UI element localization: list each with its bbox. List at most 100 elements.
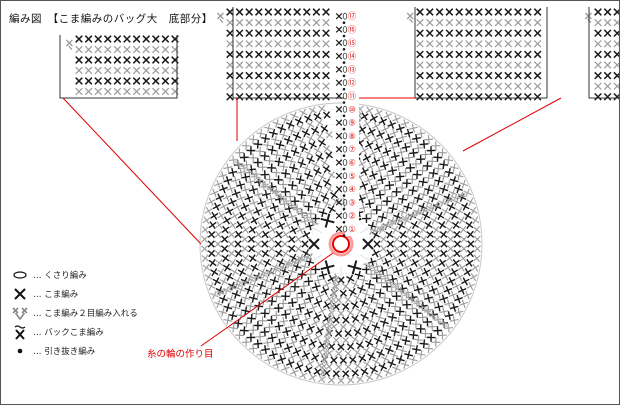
panel-center-stitch (226, 82, 234, 90)
single-crochet-mark (276, 258, 286, 267)
single-crochet-mark (261, 240, 269, 248)
single-crochet-mark (318, 270, 328, 280)
panel-left-stitch (142, 66, 150, 75)
single-crochet-mark (225, 272, 234, 281)
single-crochet-mark (301, 240, 309, 248)
single-crochet-mark (459, 179, 469, 189)
single-crochet-mark (365, 140, 374, 150)
single-crochet-mark (231, 176, 240, 185)
single-crochet-mark (418, 254, 427, 263)
single-crochet-mark (424, 344, 434, 353)
chain-mark (342, 185, 348, 193)
single-crochet-mark (304, 149, 313, 158)
single-crochet-mark (411, 159, 421, 169)
single-crochet-mark (228, 311, 238, 321)
single-crochet-mark (335, 185, 343, 193)
single-crochet-mark (261, 249, 270, 258)
panel-left-stitch (132, 77, 141, 85)
single-crochet-mark (287, 126, 297, 136)
single-crochet-mark (253, 158, 263, 167)
single-crochet-mark (335, 225, 343, 233)
panel-center-stitch (312, 71, 321, 80)
single-crochet-mark (432, 226, 441, 234)
panel-center-stitch (312, 61, 321, 69)
panel-left-stitch (142, 87, 150, 96)
single-crochet-mark (420, 235, 428, 243)
panel-right-stitch (445, 82, 454, 90)
single-crochet-mark (444, 155, 453, 165)
reverse-sc-icon (14, 325, 26, 340)
single-crochet-mark (292, 185, 302, 195)
single-crochet-mark (287, 352, 297, 362)
single-crochet-mark (403, 202, 413, 212)
panel-center-stitch (322, 92, 330, 101)
single-crochet-mark (451, 221, 460, 230)
panel-right-stitch (484, 82, 493, 90)
panel-left-stitch (75, 66, 83, 75)
panel-center-stitch (245, 71, 254, 80)
single-crochet-mark (434, 189, 443, 199)
single-crochet-mark (405, 315, 415, 325)
round-number: ⑯ (348, 26, 357, 36)
panel-edge-stitch (613, 50, 619, 59)
panel-center-stitch (274, 82, 282, 90)
single-crochet-mark (247, 245, 256, 253)
single-crochet-mark (444, 263, 453, 272)
panel-right-stitch (494, 50, 503, 59)
single-crochet-mark (308, 140, 317, 150)
single-crochet-mark (388, 204, 398, 214)
single-crochet-mark (439, 249, 448, 258)
single-crochet-mark (297, 159, 307, 168)
single-crochet-mark (306, 155, 315, 164)
single-crochet-mark (279, 348, 288, 358)
single-crochet-mark (362, 214, 371, 223)
panel-edge-stitch (594, 50, 602, 59)
single-crochet-mark (423, 198, 433, 208)
panel-right-stitch (514, 61, 522, 69)
panel-right-stitch (445, 8, 454, 16)
single-crochet-mark (461, 277, 470, 286)
single-crochet-mark (404, 128, 414, 138)
single-crochet-mark (236, 180, 246, 190)
single-crochet-mark (275, 338, 285, 348)
single-crochet-mark (335, 132, 343, 140)
round-number: ⑮ (348, 39, 357, 49)
single-crochet-mark (283, 343, 293, 353)
single-crochet-mark (313, 333, 322, 342)
single-crochet-mark (412, 345, 421, 355)
single-crochet-mark (223, 176, 233, 185)
single-crochet-mark (369, 114, 378, 123)
single-crochet-mark (335, 199, 343, 206)
single-crochet-mark (246, 333, 256, 342)
single-crochet-mark (264, 123, 274, 133)
panel-center-stitch (283, 8, 292, 16)
panel-right-stitch (504, 40, 512, 48)
panel-center-stitch (312, 82, 321, 90)
single-crochet-mark (402, 300, 412, 310)
slip-stitch-mark (342, 194, 346, 197)
single-crochet-mark (219, 202, 228, 211)
panel-center-bracket-right (359, 7, 416, 99)
single-crochet-mark (320, 193, 330, 202)
panel-left-stitch (104, 87, 112, 96)
single-crochet-mark (236, 298, 246, 308)
single-crochet-mark (270, 343, 280, 353)
single-crochet-mark (430, 216, 439, 225)
single-crochet-mark (449, 176, 459, 185)
single-crochet-mark (241, 226, 250, 234)
single-crochet-mark (306, 345, 315, 354)
legend-label: … こま編み２目編み入れる (33, 309, 138, 319)
panel-right-stitch (455, 29, 464, 38)
panel-center-stitch (245, 29, 254, 38)
single-crochet-mark (255, 146, 265, 156)
single-crochet-mark (271, 310, 281, 320)
single-crochet-mark (281, 310, 291, 319)
panel-center-stitch (293, 61, 301, 69)
single-crochet-mark (378, 212, 387, 222)
single-crochet-mark (207, 249, 216, 258)
chain-mark (342, 52, 348, 60)
panel-edge-stitch (613, 29, 619, 38)
single-crochet-mark (377, 303, 387, 313)
single-crochet-mark (287, 298, 297, 308)
single-crochet-mark (367, 293, 377, 303)
